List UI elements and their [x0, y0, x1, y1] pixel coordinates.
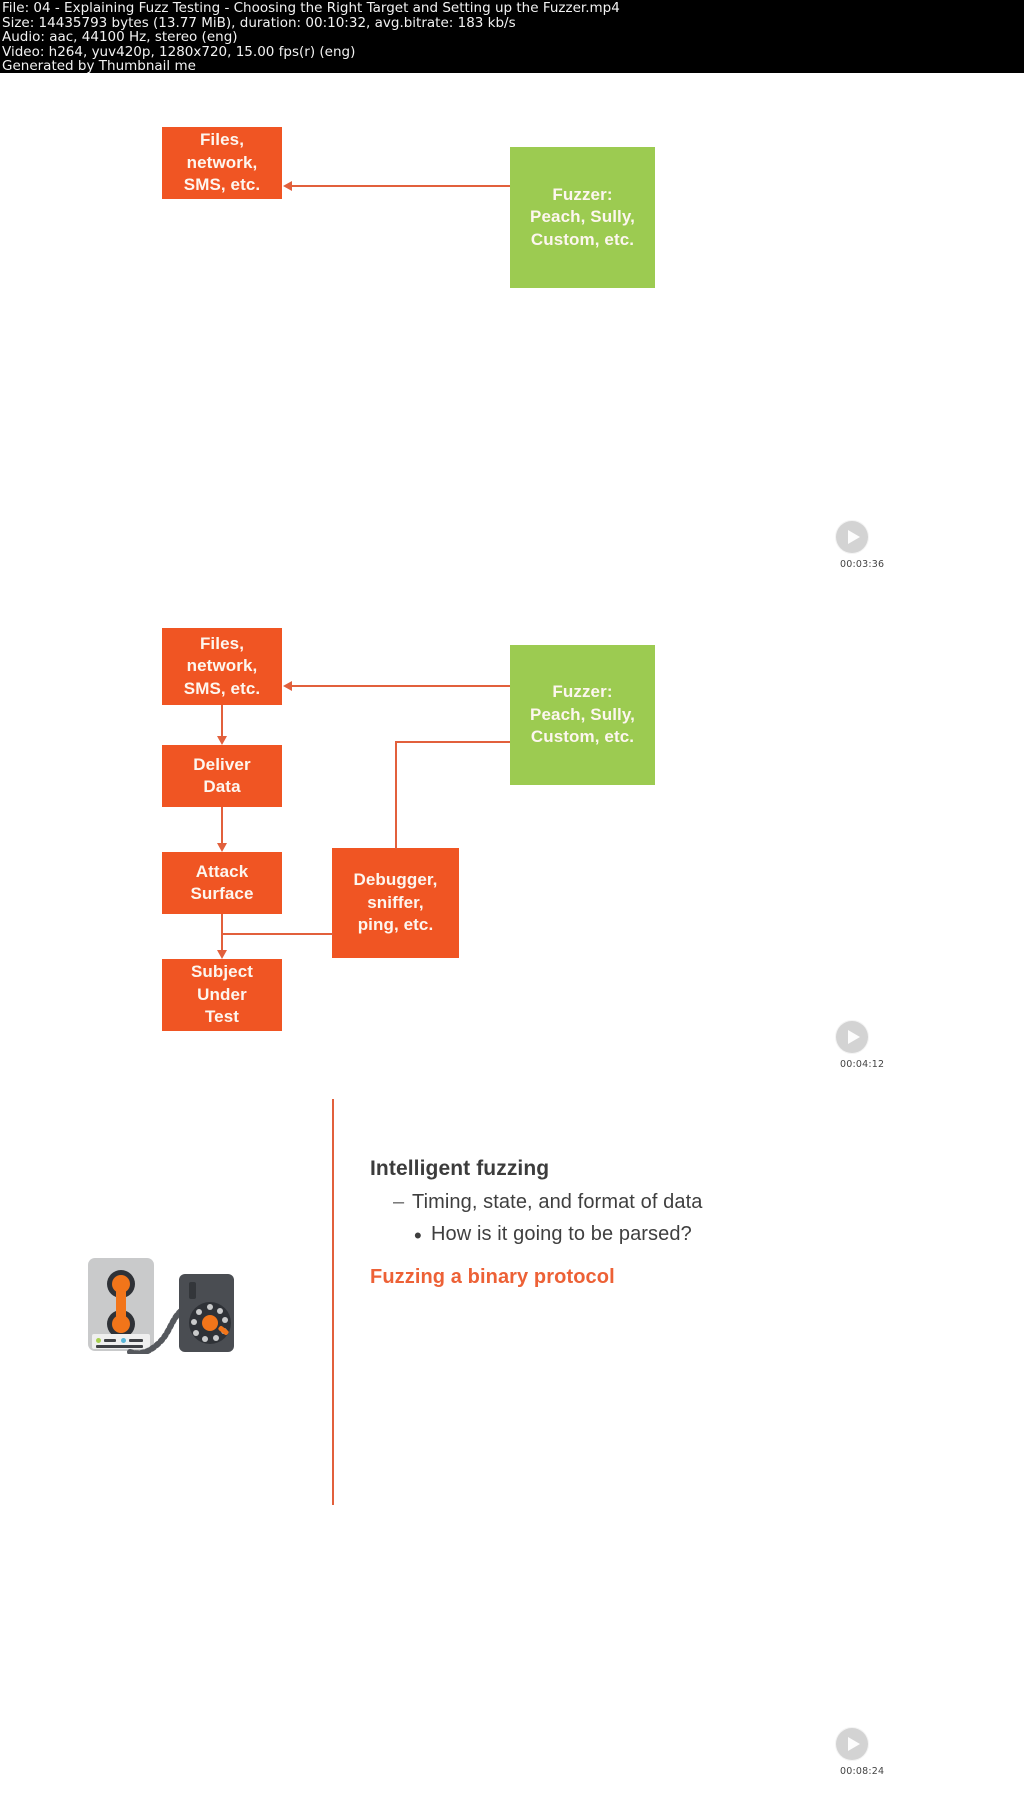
box-files-network-sms: Files,network,SMS, etc.	[162, 628, 282, 705]
connector-fuzzer-to-debugger-h	[395, 741, 510, 743]
coiled-cord-icon	[127, 1307, 185, 1354]
play-triangle-icon	[847, 1030, 860, 1044]
connector-fuzzer-to-files	[291, 685, 510, 687]
vertical-accent-rule	[332, 1099, 334, 1505]
bullet-marker-level2: •	[414, 1223, 422, 1248]
connector-fuzzer-to-debugger-v	[395, 741, 397, 849]
info-line-file: File: 04 - Explaining Fuzz Testing - Cho…	[2, 0, 620, 16]
box-fuzzer: Fuzzer:Peach, Sully,Custom, etc.	[510, 147, 655, 288]
slide3-bullet-level2: How is it going to be parsed?	[431, 1223, 692, 1245]
info-line-generator: Generated by Thumbnail me	[2, 58, 196, 75]
bullet-marker-level1: –	[393, 1191, 405, 1213]
slide3-accent-line: Fuzzing a binary protocol	[370, 1266, 615, 1288]
slide3-bullet-level1: Timing, state, and format of data	[412, 1191, 703, 1213]
connector-fuzzer-to-files	[291, 185, 510, 187]
handset-bar-icon	[116, 1284, 126, 1324]
arrowhead-to-attack	[217, 843, 227, 852]
timestamp-slide-3: 00:08:24	[840, 1766, 885, 1777]
box-debugger-sniffer-ping: Debugger,sniffer,ping, etc.	[332, 848, 459, 958]
arrowhead-to-files	[283, 681, 292, 691]
connector-deliver-to-attack	[221, 807, 223, 844]
arrowhead-to-subject	[217, 950, 227, 959]
phone-slot-icon	[189, 1282, 196, 1299]
server-and-rotary-phone-illustration	[88, 1258, 238, 1358]
play-triangle-icon	[847, 530, 860, 544]
slide3-heading: Intelligent fuzzing	[370, 1157, 550, 1180]
arrowhead-to-files	[283, 181, 292, 191]
box-fuzzer: Fuzzer:Peach, Sully,Custom, etc.	[510, 645, 655, 785]
slide-thumbnail-1[interactable]: Files,network,SMS, etc. Fuzzer:Peach, Su…	[0, 73, 1024, 573]
play-icon[interactable]	[835, 1727, 869, 1761]
timestamp-slide-1: 00:03:36	[840, 559, 885, 570]
slide-thumbnail-2[interactable]: Files,network,SMS, etc. Fuzzer:Peach, Su…	[0, 573, 1024, 1073]
slide-thumbnail-3[interactable]: Intelligent fuzzing – Timing, state, and…	[0, 1073, 1024, 1811]
info-line-video: Video: h264, yuv420p, 1280x720, 15.00 fp…	[2, 43, 356, 60]
connector-attack-to-subject	[221, 914, 223, 951]
arrowhead-to-deliver	[217, 736, 227, 745]
connector-debugger-to-attack	[221, 933, 333, 935]
info-line-audio: Audio: aac, 44100 Hz, stereo (eng)	[2, 29, 238, 46]
play-icon[interactable]	[835, 520, 869, 554]
media-info-bar: File: 04 - Explaining Fuzz Testing - Cho…	[0, 0, 1024, 73]
play-icon[interactable]	[835, 1020, 869, 1054]
play-triangle-icon	[847, 1737, 860, 1751]
connector-files-to-deliver	[221, 705, 223, 737]
timestamp-slide-2: 00:04:12	[840, 1059, 885, 1070]
box-files-network-sms: Files,network,SMS, etc.	[162, 127, 282, 199]
info-line-size: Size: 14435793 bytes (13.77 MiB), durati…	[2, 14, 516, 31]
